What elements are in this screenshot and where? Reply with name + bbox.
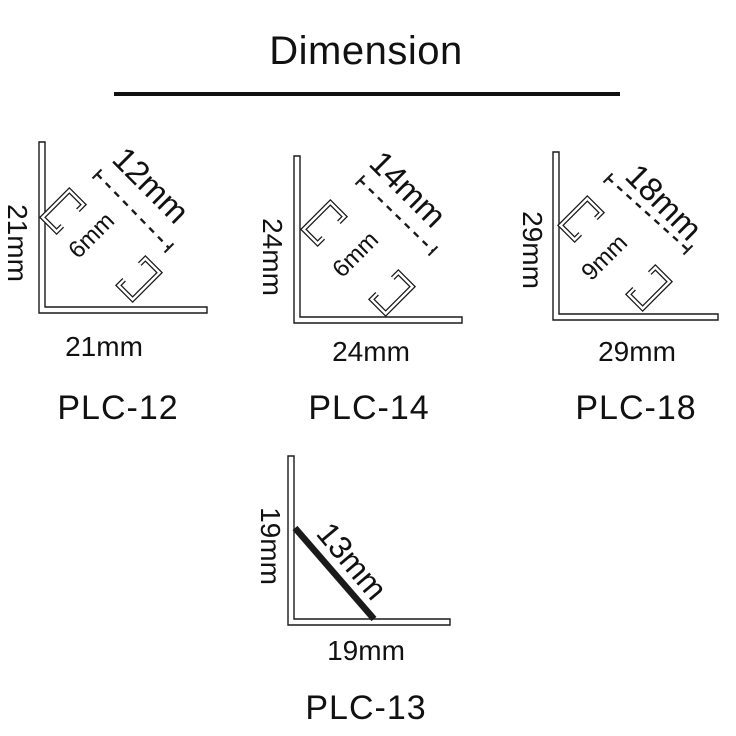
diffuser-diagonal-line — [292, 525, 377, 622]
title-underline — [114, 92, 620, 96]
plc-12-vertical-dimension: 21mm — [2, 204, 33, 282]
profile-drawing-plc-13 — [287, 455, 451, 626]
dimension-dashed-line — [607, 177, 689, 251]
profile-drawing-plc-18 — [552, 151, 719, 321]
plc-18-vertical-dimension: 29mm — [517, 211, 548, 289]
l-profile-outline — [552, 151, 719, 321]
plc-18-horizontal-dimension: 29mm — [598, 336, 676, 367]
dimension-tick — [602, 172, 614, 184]
l-profile-outline — [287, 455, 451, 626]
page-title: Dimension — [269, 29, 463, 73]
mounting-clip-icon — [371, 272, 412, 313]
plc-13-horizontal-dimension: 19mm — [327, 635, 405, 666]
dimension-dashed-line — [359, 179, 434, 252]
dimension-tick — [682, 244, 694, 256]
plc-13-vertical-dimension: 19mm — [255, 507, 286, 585]
profile-drawing-plc-12 — [38, 141, 208, 314]
dimension-tick — [354, 174, 366, 186]
plc-18-model-label: PLC-18 — [575, 389, 697, 427]
mounting-clip-icon — [628, 267, 669, 308]
l-profile-outline — [38, 141, 208, 314]
plc-12-horizontal-dimension: 21mm — [65, 331, 143, 362]
plc-12-model-label: PLC-12 — [57, 389, 179, 427]
mounting-clip-icon — [118, 258, 159, 299]
profile-drawing-plc-14 — [293, 155, 463, 324]
dimension-tick — [427, 245, 439, 257]
mounting-clip-icon — [303, 202, 344, 243]
plc-14-vertical-dimension: 24mm — [257, 218, 288, 296]
plc-14-horizontal-dimension: 24mm — [332, 336, 410, 367]
dimension-tick — [163, 242, 175, 254]
dimension-tick — [91, 168, 103, 180]
mounting-clip-icon — [560, 198, 601, 239]
plc-14-model-label: PLC-14 — [308, 389, 430, 427]
dimension-dashed-line — [96, 173, 170, 249]
plc-13-model-label: PLC-13 — [305, 689, 427, 727]
l-profile-outline — [293, 155, 463, 324]
mounting-clip-icon — [42, 190, 83, 231]
